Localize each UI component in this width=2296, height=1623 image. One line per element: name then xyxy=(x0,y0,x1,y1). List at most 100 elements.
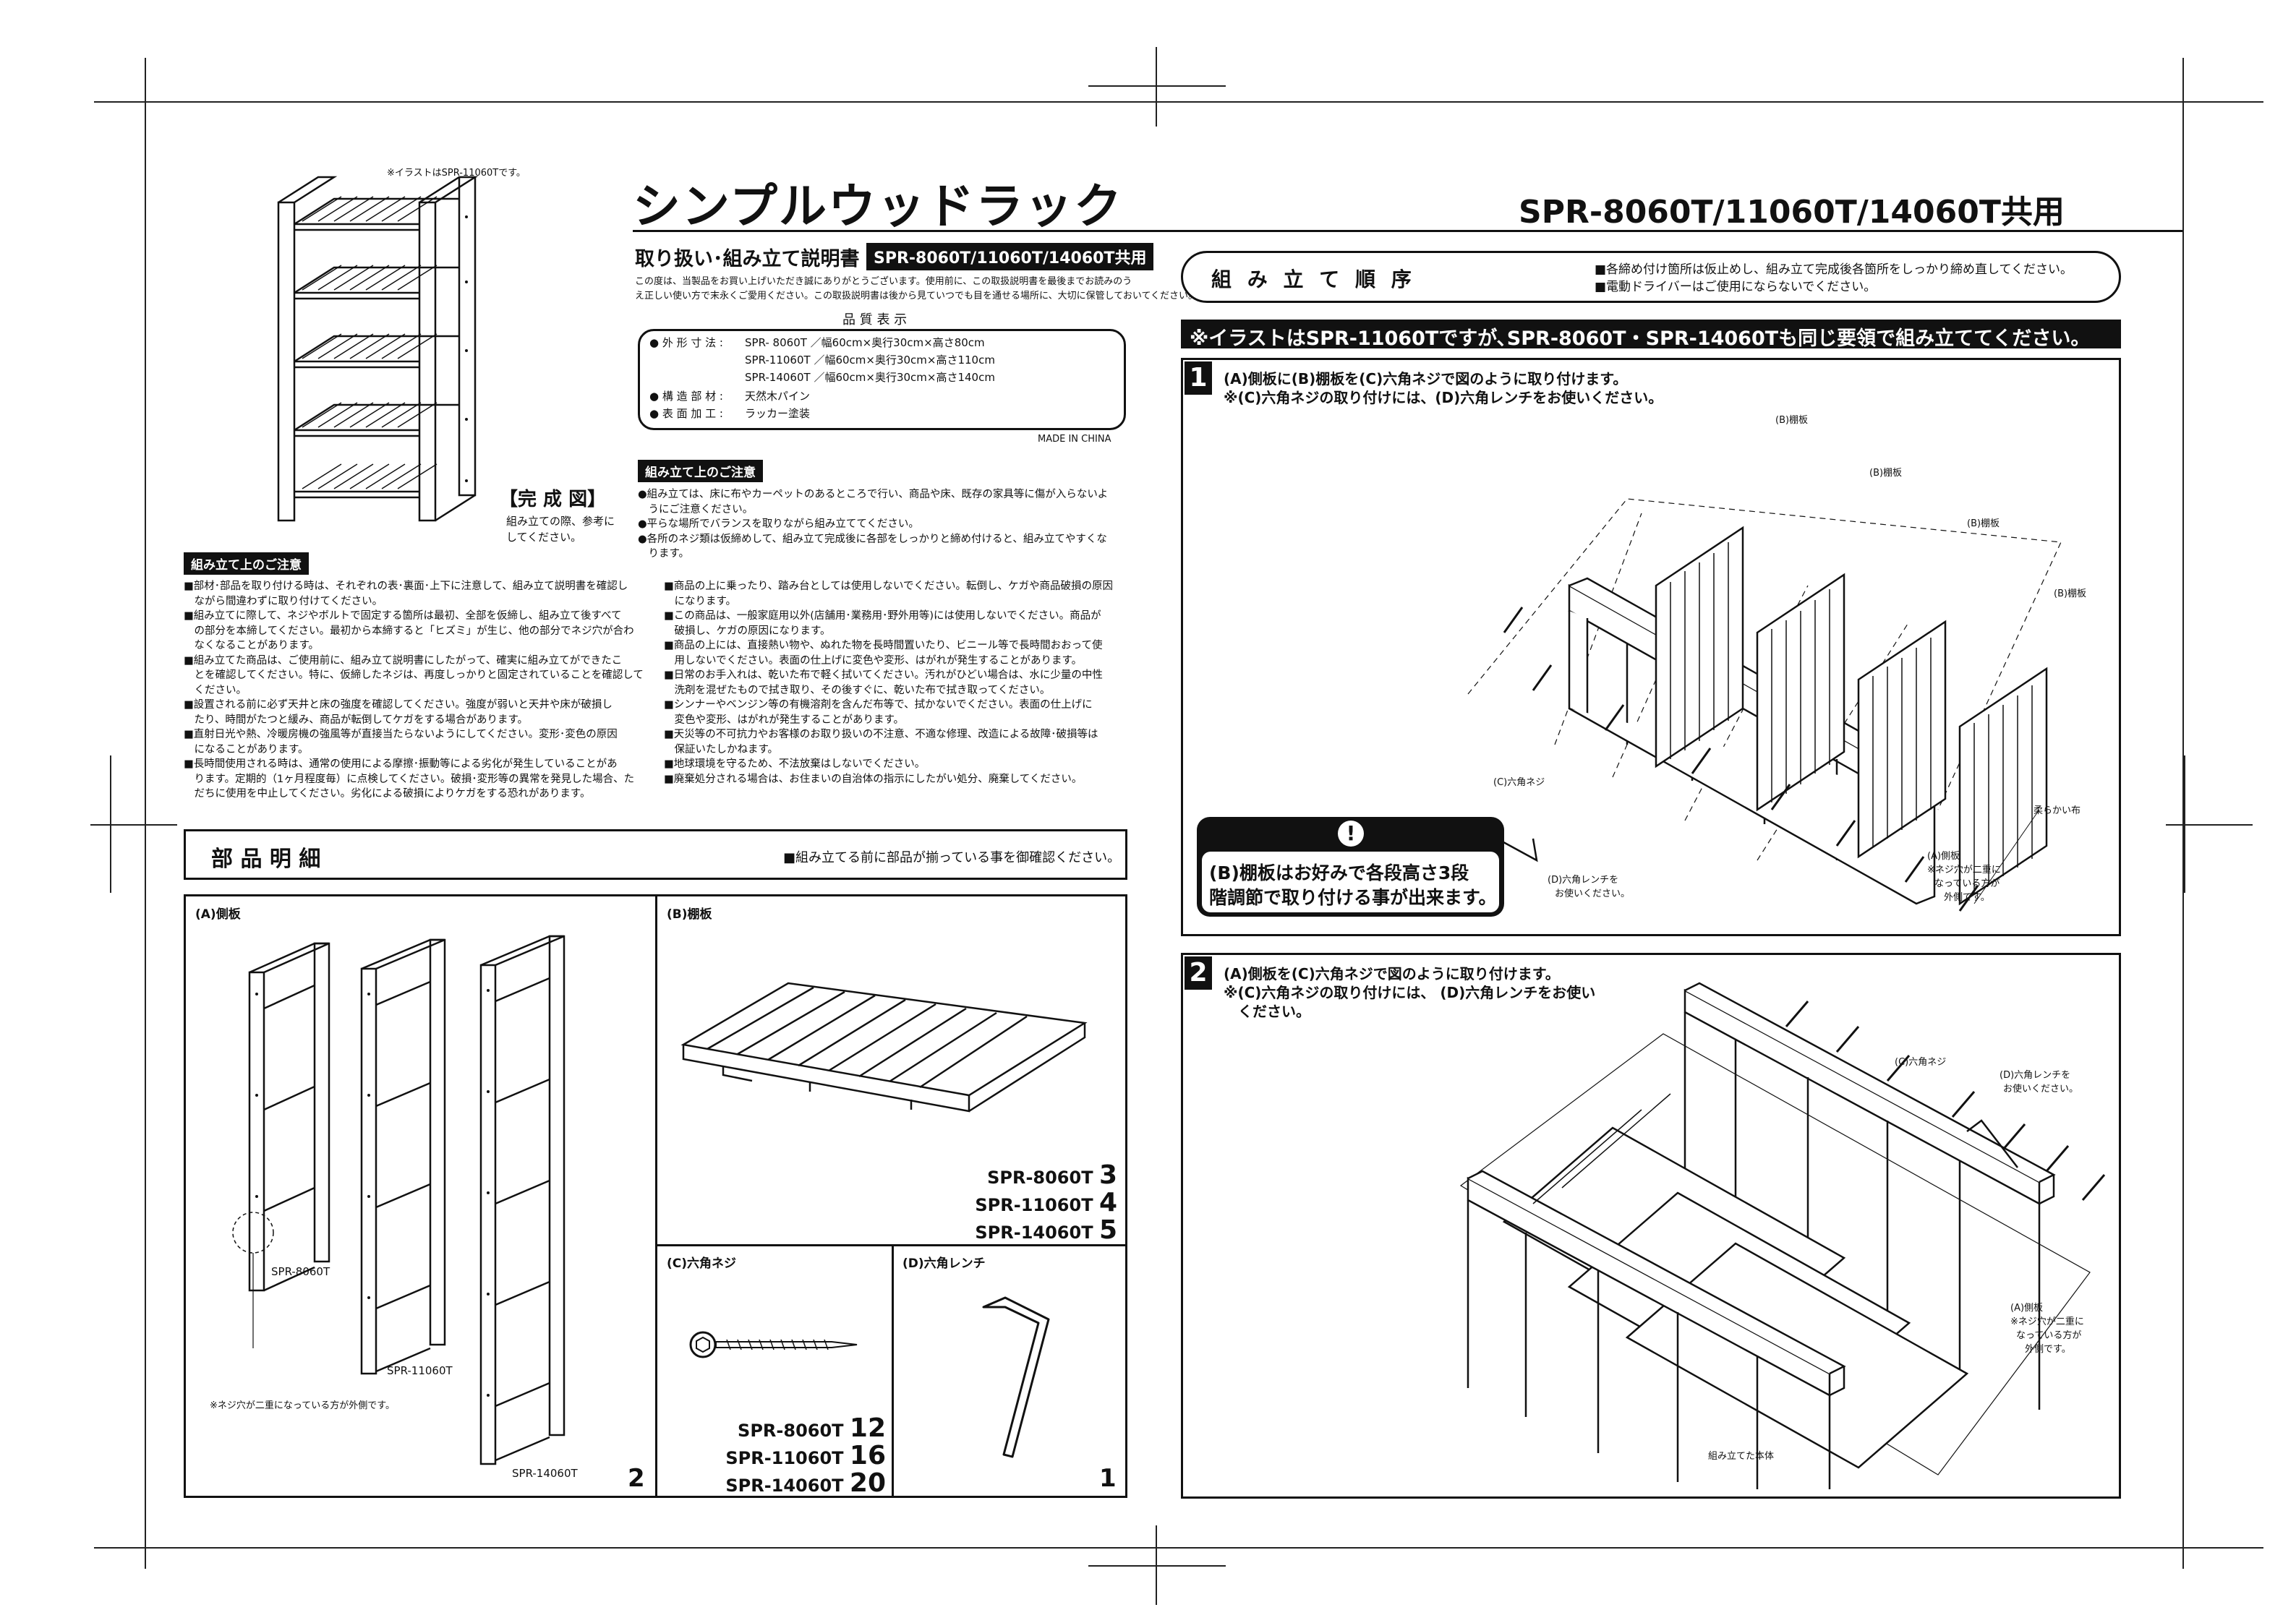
step1-illustration xyxy=(1467,498,2062,912)
assembly-banner: ※イラストはSPR-11060Tですが､SPR-8060T・SPR-14060T… xyxy=(1190,327,2091,350)
trim-line-bottom xyxy=(94,1547,2263,1549)
step1-label-shelf: (B)棚板 xyxy=(1869,468,1903,479)
step1-label-side-1: (A)側板 xyxy=(1927,851,1960,862)
trim-line-left xyxy=(145,58,146,1569)
center-mark-left-v xyxy=(110,755,111,893)
subtitle: 取り扱い･組み立て説明書 xyxy=(635,248,860,270)
assembly-note-line2: ■電動ドライバーはご使用にならないでください。 xyxy=(1595,280,1877,294)
quality-material: 天然木パイン xyxy=(745,390,811,403)
caution-use-line: になります。 xyxy=(664,595,737,607)
step2-label-screw: (C)六角ネジ xyxy=(1895,1057,1947,1068)
quality-finish-label: ● 表 面 加 工 : xyxy=(649,407,723,420)
parts-title: 部 品 明 細 xyxy=(211,847,321,872)
caution-use-line: ■部材･部品を取り付ける時は、それぞれの表･裏面･上下に注意して、組み立て説明書… xyxy=(184,581,628,592)
center-mark-top-h xyxy=(1088,85,1226,87)
step2-label-wrench-2: お使いください。 xyxy=(2003,1084,2079,1095)
quality-dimensions-label: ● 外 形 寸 法 : xyxy=(649,336,723,349)
step2-label-body: 組み立てた本体 xyxy=(1708,1451,1775,1462)
caution-assembly-line: うにご注意ください。 xyxy=(638,503,754,515)
center-mark-bottom-h xyxy=(1088,1565,1226,1567)
step2-number: 2 xyxy=(1185,956,1212,990)
screw-qty: 20 xyxy=(849,1468,886,1498)
step1-number: 1 xyxy=(1185,361,1212,395)
caution-use-line: 変色や変形、はがれが発生することがあります。 xyxy=(664,714,905,726)
quality-origin: MADE IN CHINA xyxy=(1038,434,1111,445)
step2-label-side-1: (A)側板 xyxy=(2010,1303,2044,1314)
wrench-label: (D)六角レンチ xyxy=(902,1256,986,1271)
caution-assembly-text: ●組み立ては、床に布やカーペットのあるところで行い、商品や床、既存の家具等に傷が… xyxy=(638,487,1137,562)
shelf-model: SPR-11060T xyxy=(975,1195,1093,1215)
caution-use-line: 破損し、ケガの原因になります。 xyxy=(664,625,831,637)
caution-use-right: ■商品の上に乗ったり、踏み台としては使用しないでください。転倒し、ケガや商品破損… xyxy=(664,579,1141,787)
step1-label-wrench-1: (D)六角レンチを xyxy=(1548,875,1619,886)
side-panel-count: 2 xyxy=(628,1464,645,1493)
model-title: SPR-8060T/11060T/14060T共用 xyxy=(1519,194,2065,231)
side-panel-model-3: SPR-14060T xyxy=(512,1467,578,1480)
screw-model: SPR-8060T xyxy=(738,1421,844,1441)
step2-label-side-3: なっている方が xyxy=(2016,1330,2082,1341)
step2-label-side-4: 外側です。 xyxy=(2025,1344,2071,1355)
screw-row-1: SPR-8060T 12 xyxy=(662,1413,886,1443)
center-mark-right xyxy=(2166,824,2253,826)
step2-line1: (A)側板を(C)六角ネジで図のように取り付けます。 xyxy=(1224,965,1560,982)
step2-illustration xyxy=(1459,982,2106,1489)
warning-line2: 階調節で取り付ける事が出来ます。 xyxy=(1209,887,1497,908)
intro-line1: この度は、当製品をお買い上げいただき誠にありがとうございます。使用前に、この取扱… xyxy=(635,276,1132,287)
quality-dimension-2: SPR-11060T ／幅60cm×奥行30cm×高さ110cm xyxy=(745,354,995,367)
caution-use-line: ■商品の上には、直接熱い物や、ぬれた物を長時間置いたり、ビニール等で長時間おおっ… xyxy=(664,640,1103,651)
quality-box xyxy=(638,329,1126,430)
center-mark-right-v xyxy=(2184,755,2185,893)
screw-model: SPR-14060T xyxy=(725,1476,844,1496)
screw-illustration xyxy=(689,1331,858,1358)
screw-row-3: SPR-14060T 20 xyxy=(662,1468,886,1498)
step1-line2: ※(C)六角ネジの取り付けには、(D)六角レンチをお使いください。 xyxy=(1224,389,1663,406)
completion-note-line2: してください。 xyxy=(506,531,582,544)
caution-assembly-tag: 組み立て上のご注意 xyxy=(638,460,763,482)
caution-use-line: ■組み立てに際して、ネジやボルトで固定する箇所は最初、全部を仮締し、組み立て後す… xyxy=(184,610,622,622)
screw-label: (C)六角ネジ xyxy=(667,1256,737,1271)
step2-line3: ください。 xyxy=(1238,1003,1310,1020)
caution-use-tag: 組み立て上のご注意 xyxy=(184,552,309,575)
step1-panel xyxy=(1181,358,2121,936)
step2-label-side-2: ※ネジ穴が二重に xyxy=(2010,1316,2084,1327)
side-panel-label: (A)側板 xyxy=(195,907,241,922)
warning-line1: (B)棚板はお好みで各段高さ3段 xyxy=(1209,862,1469,883)
warning-icon: ! xyxy=(1338,821,1364,847)
assembly-title: 組 み 立 て 順 序 xyxy=(1211,267,1416,291)
step1-label-screw: (C)六角ネジ xyxy=(1493,777,1545,788)
caution-use-line: ■この商品は、一般家庭用以外(店舗用･業務用･野外用等)には使用しないでください… xyxy=(664,610,1101,622)
caution-use-line: ■組み立てた商品は、ご使用前に、組み立て説明書にしたがって、確実に組み立てができ… xyxy=(184,654,623,667)
shelf-qty: 3 xyxy=(1098,1160,1117,1190)
caution-use-line: になることがあります。 xyxy=(184,743,309,755)
quality-finish: ラッカー塗装 xyxy=(745,407,811,420)
caution-use-line: の部分を本締してください。最初から本締すると「ヒズミ」が生じ、他の部分でネジ穴が… xyxy=(184,625,634,637)
caution-use-line: ■地球環境を守るため、不法放棄はしないでください。 xyxy=(664,758,926,770)
caution-use-line: ■商品の上に乗ったり、踏み台としては使用しないでください。転倒し、ケガや商品破損… xyxy=(664,581,1113,592)
side-panel-model-1: SPR-8060T xyxy=(271,1265,330,1278)
caution-use-line: ■廃棄処分される場合は、お住まいの自治体の指示にしたがい処分、廃棄してください。 xyxy=(664,773,1083,785)
step2-line2: ※(C)六角ネジの取り付けには、 (D)六角レンチをお使い xyxy=(1224,984,1596,1001)
caution-use-line: ります。定期的（1ヶ月程度毎）に点検してください。破損･変形等の異常を発見した場… xyxy=(184,773,635,785)
step1-label-side-2: ※ネジ穴が二重に xyxy=(1927,865,2001,875)
parts-divider-h xyxy=(655,1244,1127,1246)
quality-dimension-3: SPR-14060T ／幅60cm×奥行30cm×高さ140cm xyxy=(745,371,995,384)
step1-label-cloth: 柔らかい布 xyxy=(2033,805,2081,816)
wrench-count: 1 xyxy=(1099,1464,1117,1493)
caution-assembly-line: ●平らな場所でバランスを取りながら組み立ててください。 xyxy=(638,518,919,530)
caution-use-line: ください。 xyxy=(184,684,247,696)
subtitle-badge: SPR-8060T/11060T/14060T共用 xyxy=(866,243,1154,270)
shelf-row-3: SPR-14060T 5 xyxy=(900,1215,1117,1245)
trim-line-top xyxy=(94,101,2263,103)
intro-line2: え正しい使い方で末永くご愛用ください。この取扱説明書は後から見ていつでも目を通せ… xyxy=(635,291,1198,301)
center-mark-left xyxy=(90,824,177,826)
parts-divider-v2 xyxy=(892,1244,894,1498)
caution-use-line: 洗剤を混ぜたもので拭き取り、その後すぐに、乾いた布で拭き取ってください。 xyxy=(664,684,1051,696)
side-panel-model-2: SPR-11060T xyxy=(387,1364,453,1377)
title-rule xyxy=(633,230,2182,232)
step1-label-side-4: 外側です。 xyxy=(1944,892,1990,903)
caution-use-line: なくなることがあります。 xyxy=(184,640,320,651)
step1-label-wrench-2: お使いください。 xyxy=(1555,888,1631,899)
caution-use-line: だちに使用を中止してください。劣化による破損によりケガをする恐れがあります。 xyxy=(184,788,591,800)
screw-qty: 16 xyxy=(849,1441,886,1470)
caution-use-line: 用しないでください。表面の仕上げに変色や変形、はがれが発生することがあります。 xyxy=(664,654,1083,667)
